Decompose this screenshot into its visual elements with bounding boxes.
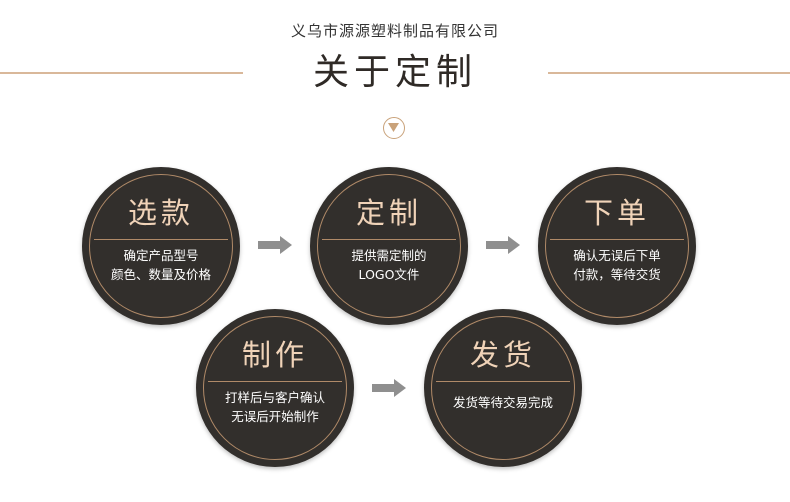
circle-ring xyxy=(89,174,233,318)
circle-ring xyxy=(545,174,689,318)
step-divider xyxy=(322,239,456,240)
step-title: 下单 xyxy=(583,196,650,230)
step-desc-line-1: 打样后与客户确认 xyxy=(224,390,325,405)
arrow-right-icon xyxy=(258,236,292,254)
title-rule-right xyxy=(548,72,790,74)
step-divider xyxy=(550,239,684,240)
step-desc-line-1: 提供需定制的 xyxy=(351,248,427,263)
title-row: 关于定制 xyxy=(0,50,790,96)
step-divider xyxy=(94,239,228,240)
chevron-down-icon xyxy=(383,117,405,139)
step-circle-order: 下单 确认无误后下单 付款，等待交货 xyxy=(538,167,696,325)
circle-ring xyxy=(203,316,347,460)
step-circle-customize: 定制 提供需定制的 LOGO文件 xyxy=(310,167,468,325)
step-title: 定制 xyxy=(355,196,422,230)
step-circle-select: 选款 确定产品型号 颜色、数量及价格 xyxy=(82,167,240,325)
step-title: 制作 xyxy=(241,338,308,372)
arrow-right-icon xyxy=(486,236,520,254)
step-desc-line-1: 发货等待交易完成 xyxy=(452,395,553,410)
circle-ring xyxy=(317,174,461,318)
step-divider xyxy=(436,381,570,382)
step-desc-line-2: 付款，等待交货 xyxy=(573,267,661,282)
step-desc-line-2: 颜色、数量及价格 xyxy=(110,267,211,282)
step-title: 发货 xyxy=(469,338,536,372)
step-circle-produce: 制作 打样后与客户确认 无误后开始制作 xyxy=(196,309,354,467)
company-name: 义乌市源源塑料制品有限公司 xyxy=(290,22,499,40)
arrow-right-icon xyxy=(372,379,406,397)
title-rule-left xyxy=(0,72,243,74)
step-title: 选款 xyxy=(127,196,194,230)
circle-ring xyxy=(431,316,575,460)
step-desc-line-2: LOGO文件 xyxy=(358,267,420,282)
step-desc-line-1: 确认无误后下单 xyxy=(573,248,661,263)
page-title: 关于定制 xyxy=(312,52,477,93)
step-divider xyxy=(208,381,342,382)
step-desc-line-1: 确定产品型号 xyxy=(123,248,199,263)
step-desc-line-2: 无误后开始制作 xyxy=(231,409,319,424)
step-circle-ship: 发货 发货等待交易完成 xyxy=(424,309,582,467)
